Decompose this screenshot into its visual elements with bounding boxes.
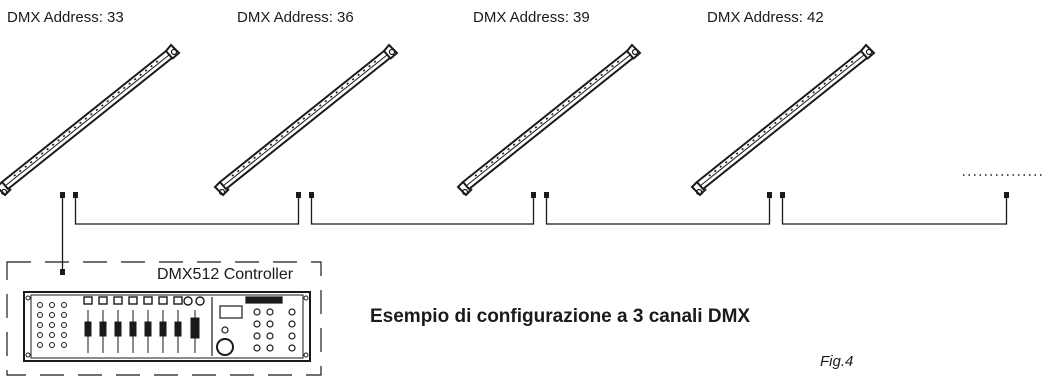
cable-fixture-2-to-3 [310, 198, 535, 225]
controller-dashed-boundary [6, 261, 322, 376]
controller-connector [60, 269, 65, 275]
diagram-caption: Esempio di configurazione a 3 canali DMX [370, 306, 751, 327]
fixture-3-address-label: DMX Address: 39 [473, 9, 590, 26]
dmx-connectors [60, 192, 1009, 275]
connector [1004, 192, 1009, 198]
figure-label: Fig.4 [820, 353, 854, 370]
cable-fixture-3-to-4 [545, 198, 771, 225]
fixture-4-ledbar [691, 44, 875, 196]
connector [296, 192, 301, 198]
connector [531, 192, 536, 198]
connector [767, 192, 772, 198]
dmx-cables [61, 198, 1008, 269]
fixture-2-address-label: DMX Address: 36 [237, 9, 354, 26]
fixture-1-ledbar [0, 44, 180, 196]
fixture-4-address-label: DMX Address: 42 [707, 9, 824, 26]
cable-fixture-1-to-2 [74, 198, 300, 225]
fixture-1-address-label: DMX Address: 33 [7, 9, 124, 26]
fixture-3-ledbar [457, 44, 641, 196]
connector [309, 192, 314, 198]
cable-fixture-4-to-next [781, 198, 1008, 225]
controller-label: DMX512 Controller [157, 266, 294, 283]
connector [73, 192, 78, 198]
fixture-2-ledbar [214, 44, 398, 196]
connector [60, 192, 65, 198]
connector [780, 192, 785, 198]
dmx-controller-device [23, 291, 311, 362]
connector [544, 192, 549, 198]
